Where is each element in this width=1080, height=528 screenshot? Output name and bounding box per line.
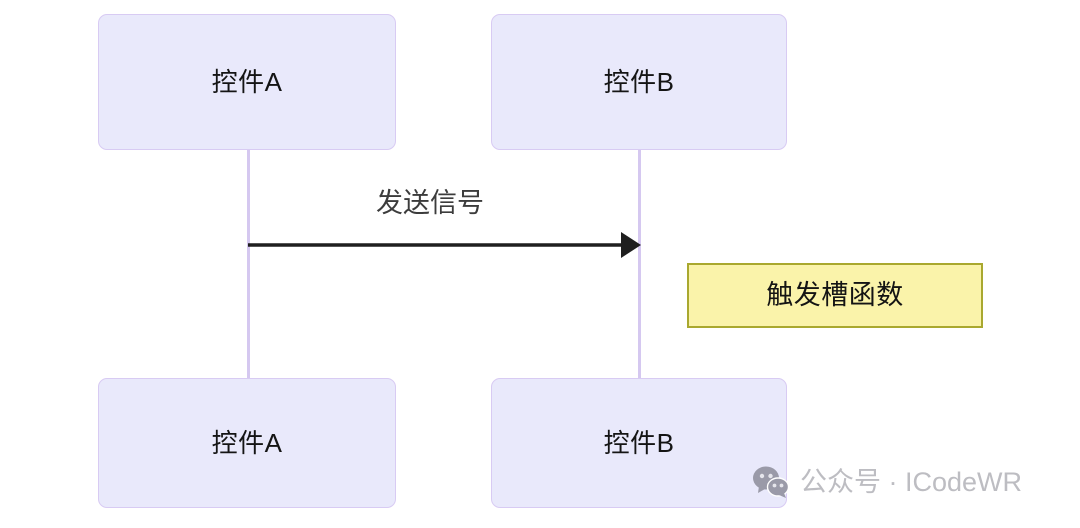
note-label-trigger-slot: 触发槽函数	[766, 280, 904, 310]
wechat-icon	[753, 466, 790, 498]
arrow-head-icon	[621, 232, 641, 258]
participant-label-widget-a-bottom: 控件A	[211, 428, 283, 458]
participant-label-widget-b-bottom: 控件B	[603, 428, 675, 458]
participant-box-widget-b-bottom[interactable]: 控件B	[491, 378, 787, 508]
message-arrow-send-signal	[248, 232, 641, 258]
lifeline-widget-b	[638, 149, 641, 379]
watermark-text: 公众号 · ICodeWR	[800, 466, 1023, 497]
participant-label-widget-a-top: 控件A	[211, 67, 283, 97]
participant-label-widget-b-top: 控件B	[603, 67, 675, 97]
watermark: 公众号 · ICodeWR	[752, 465, 1022, 499]
lifeline-widget-a	[247, 149, 250, 379]
participant-box-widget-a-top[interactable]: 控件A	[98, 14, 396, 150]
participant-box-widget-b-top[interactable]: 控件B	[491, 14, 787, 150]
note-box-trigger-slot[interactable]: 触发槽函数	[687, 263, 983, 328]
message-label-send-signal: 发送信号	[376, 188, 484, 218]
participant-box-widget-a-bottom[interactable]: 控件A	[98, 378, 396, 508]
